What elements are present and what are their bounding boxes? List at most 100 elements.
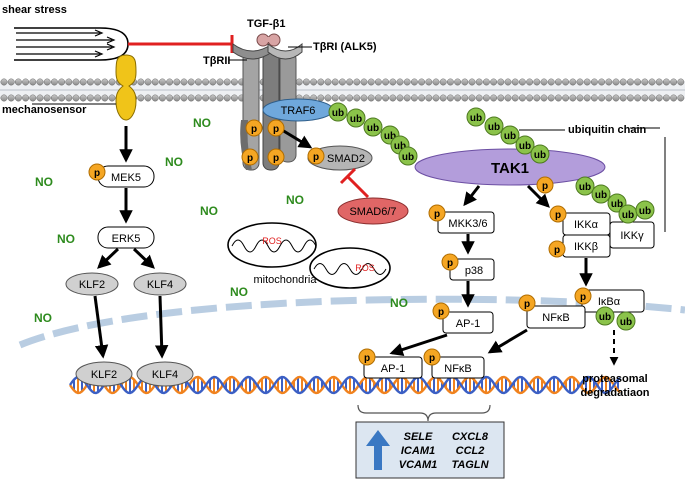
p-receptor-1-icon: p: [245, 119, 263, 137]
no-label-2: NO: [35, 175, 53, 189]
p-nfkb-cyto-icon: p: [518, 294, 536, 312]
svg-text:ub: ub: [519, 141, 531, 152]
shear-stress-icon: [14, 27, 129, 61]
svg-text:ub: ub: [579, 182, 591, 193]
ubiquitin-tak1-chain-10-icon: ub: [530, 144, 550, 164]
ubiquitin-ikba-16-icon: ub: [595, 306, 615, 326]
svg-text:ub: ub: [470, 113, 482, 124]
erk5-node: ERK5: [97, 226, 155, 249]
no-label-8: NO: [34, 311, 52, 325]
svg-text:p: p: [94, 168, 100, 179]
klf4-node-nucleus: KLF4: [136, 361, 194, 387]
svg-text:p: p: [364, 353, 370, 364]
ubiquitin-traf6-1-icon: ub: [346, 108, 366, 128]
p-nfkb-nuc-icon: p: [423, 348, 441, 366]
klf2-node-nucleus: KLF2: [75, 361, 133, 387]
tbri-label: TβRI (ALK5): [313, 41, 377, 53]
ubiquitin-ikk-12-icon: ub: [591, 184, 611, 204]
smad2-label: SMAD2: [327, 153, 365, 165]
no-label-4: NO: [286, 193, 304, 207]
mitochondrion-2: ROS: [309, 247, 391, 289]
ubiquitin-ikk-14-icon: ub: [618, 204, 638, 224]
svg-text:ub: ub: [350, 114, 362, 125]
traf6-node: TRAF6: [262, 98, 334, 122]
ubiquitin-traf6-5-icon: ub: [398, 146, 418, 166]
ikkb-label: IKKβ: [574, 241, 598, 253]
svg-text:ub: ub: [622, 210, 634, 221]
ikba-label: IκBα: [598, 296, 621, 308]
svg-text:ub: ub: [611, 199, 623, 210]
svg-text:p: p: [447, 258, 453, 269]
svg-text:p: p: [313, 152, 319, 163]
nfkb-label-cytoplasm: NFκB: [542, 312, 570, 324]
shear-stress-label: shear stress: [2, 4, 67, 16]
ubiquitin-traf6-2-icon: ub: [363, 117, 383, 137]
no-label-7: NO: [390, 296, 408, 310]
ubiquitin-tak1-chain-9-icon: ub: [515, 135, 535, 155]
smad2-node: SMAD2: [307, 145, 373, 171]
tak1-pathway-arrows: [389, 184, 593, 357]
p-ap1-nuc-icon: p: [358, 348, 376, 366]
svg-text:p: p: [554, 245, 560, 256]
svg-text:p: p: [555, 210, 561, 221]
svg-text:p: p: [434, 209, 440, 220]
shear-inhibition: [128, 35, 234, 53]
mkk36-node: MKK3/6: [437, 211, 495, 234]
tak1-label: TAK1: [491, 160, 529, 177]
klf2-label-nucleus: KLF2: [91, 369, 117, 381]
ikka-label: IKKα: [574, 219, 599, 231]
ubiquitin-tak1-chain-8-icon: ub: [500, 125, 520, 145]
svg-text:ub: ub: [332, 108, 344, 119]
p-tak1-icon: p: [536, 176, 554, 194]
mechanosensor-icon: [115, 54, 137, 121]
p-p38-icon: p: [441, 253, 459, 271]
p-mek5-icon: p: [88, 163, 106, 181]
p-receptor-4-icon: p: [267, 148, 285, 166]
svg-text:p: p: [542, 181, 548, 192]
p-ikba-icon: p: [574, 287, 592, 305]
mkk36-label: MKK3/6: [448, 218, 487, 230]
ap1-node-nucleus: AP-1: [363, 356, 423, 379]
svg-text:p: p: [273, 153, 279, 164]
nfkb-node-nucleus: NFκB: [431, 356, 485, 379]
no-label-5: NO: [57, 232, 75, 246]
mek5-node: MEK5: [97, 165, 155, 188]
mek5-pathway-arrows: [93, 126, 169, 359]
ikk-complex: IKKα IKKβ IKKγ: [562, 212, 655, 258]
nuclear-envelope: [18, 295, 685, 349]
p-ap1-cyto-icon: p: [432, 302, 450, 320]
no-label-0: NO: [193, 116, 211, 130]
svg-text:p: p: [273, 124, 279, 135]
klf4-label-nucleus: KLF4: [152, 369, 178, 381]
svg-text:p: p: [580, 292, 586, 303]
svg-text:p: p: [438, 307, 444, 318]
ros-label-2: ROS: [355, 263, 375, 273]
ubiquitin-traf6-0-icon: ub: [328, 102, 348, 122]
erk5-label: ERK5: [112, 233, 141, 245]
klf4-node-cytoplasm: KLF4: [133, 272, 187, 296]
svg-text:ub: ub: [639, 206, 651, 217]
degradation-label: degradatiaon: [580, 387, 649, 399]
svg-text:p: p: [429, 353, 435, 364]
klf4-label-cytoplasm: KLF4: [147, 279, 173, 291]
traf6-label: TRAF6: [281, 105, 316, 117]
p-ikka-icon: p: [549, 205, 567, 223]
mechanosensor-label: mechanosensor: [2, 104, 87, 116]
svg-text:ub: ub: [595, 190, 607, 201]
svg-text:ub: ub: [402, 152, 414, 163]
svg-text:ub: ub: [394, 141, 406, 152]
svg-text:ub: ub: [384, 131, 396, 142]
ros-label-1: ROS: [262, 236, 282, 246]
p38-label: p38: [465, 265, 483, 277]
smad67-node: SMAD6/7: [337, 197, 409, 225]
no-label-3: NO: [200, 204, 218, 218]
svg-text:ub: ub: [620, 317, 632, 328]
p-ikkb-icon: p: [548, 240, 566, 258]
mitochondrion-1: ROS: [227, 222, 317, 268]
tgfb1-label: TGF-β1: [247, 18, 286, 30]
